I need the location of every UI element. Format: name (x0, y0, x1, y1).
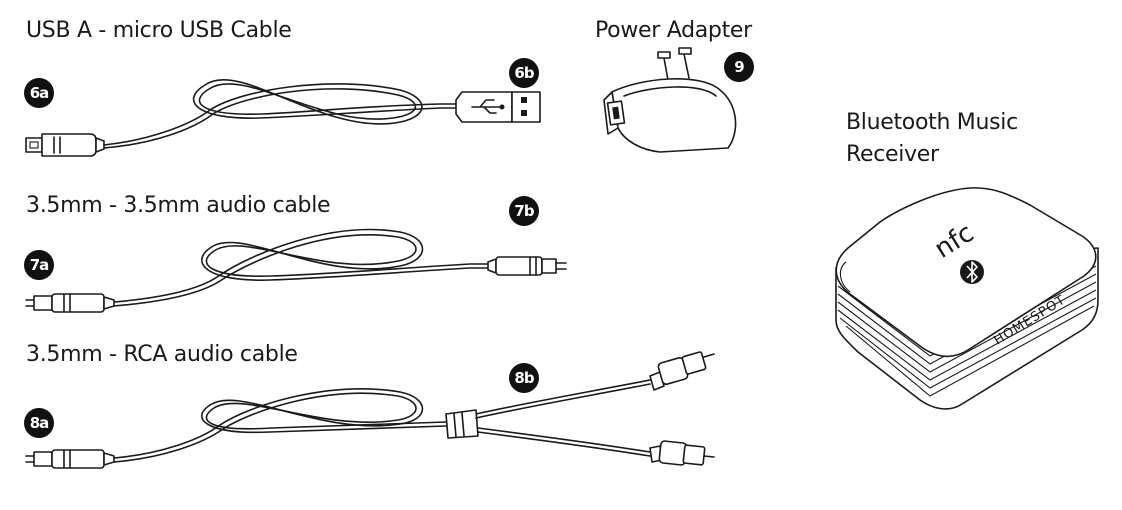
power-adapter (603, 47, 737, 153)
badge-6b: 6b (509, 58, 539, 88)
usb-cable-label: USB A - micro USB Cable (26, 18, 292, 43)
usb-a-plug (455, 91, 541, 123)
audio-cable-wire (113, 228, 489, 307)
bluetooth-icon (960, 260, 984, 284)
audio-cable-label: 3.5mm - 3.5mm audio cable (26, 193, 331, 218)
rca-plug-bottom (649, 440, 715, 466)
rca-plug-top (649, 351, 715, 391)
badge-8a: 8a (24, 408, 54, 438)
rca-cable-wire (113, 379, 651, 463)
rca-jack-left (25, 449, 115, 469)
micro-usb-plug (25, 133, 105, 157)
badge-8b: 8b (509, 363, 539, 393)
badge-7a: 7a (24, 250, 54, 280)
power-adapter-label: Power Adapter (595, 18, 752, 43)
receiver-label-line2: Receiver (846, 142, 939, 167)
receiver-label-line1: Bluetooth Music (846, 110, 1018, 135)
audio-jack-right (487, 256, 567, 276)
badge-7b: 7b (509, 196, 539, 226)
usb-cable-wire (103, 79, 457, 149)
badge-9: 9 (724, 52, 754, 82)
rca-cable-label: 3.5mm - RCA audio cable (26, 342, 298, 367)
badge-6a: 6a (24, 78, 54, 108)
